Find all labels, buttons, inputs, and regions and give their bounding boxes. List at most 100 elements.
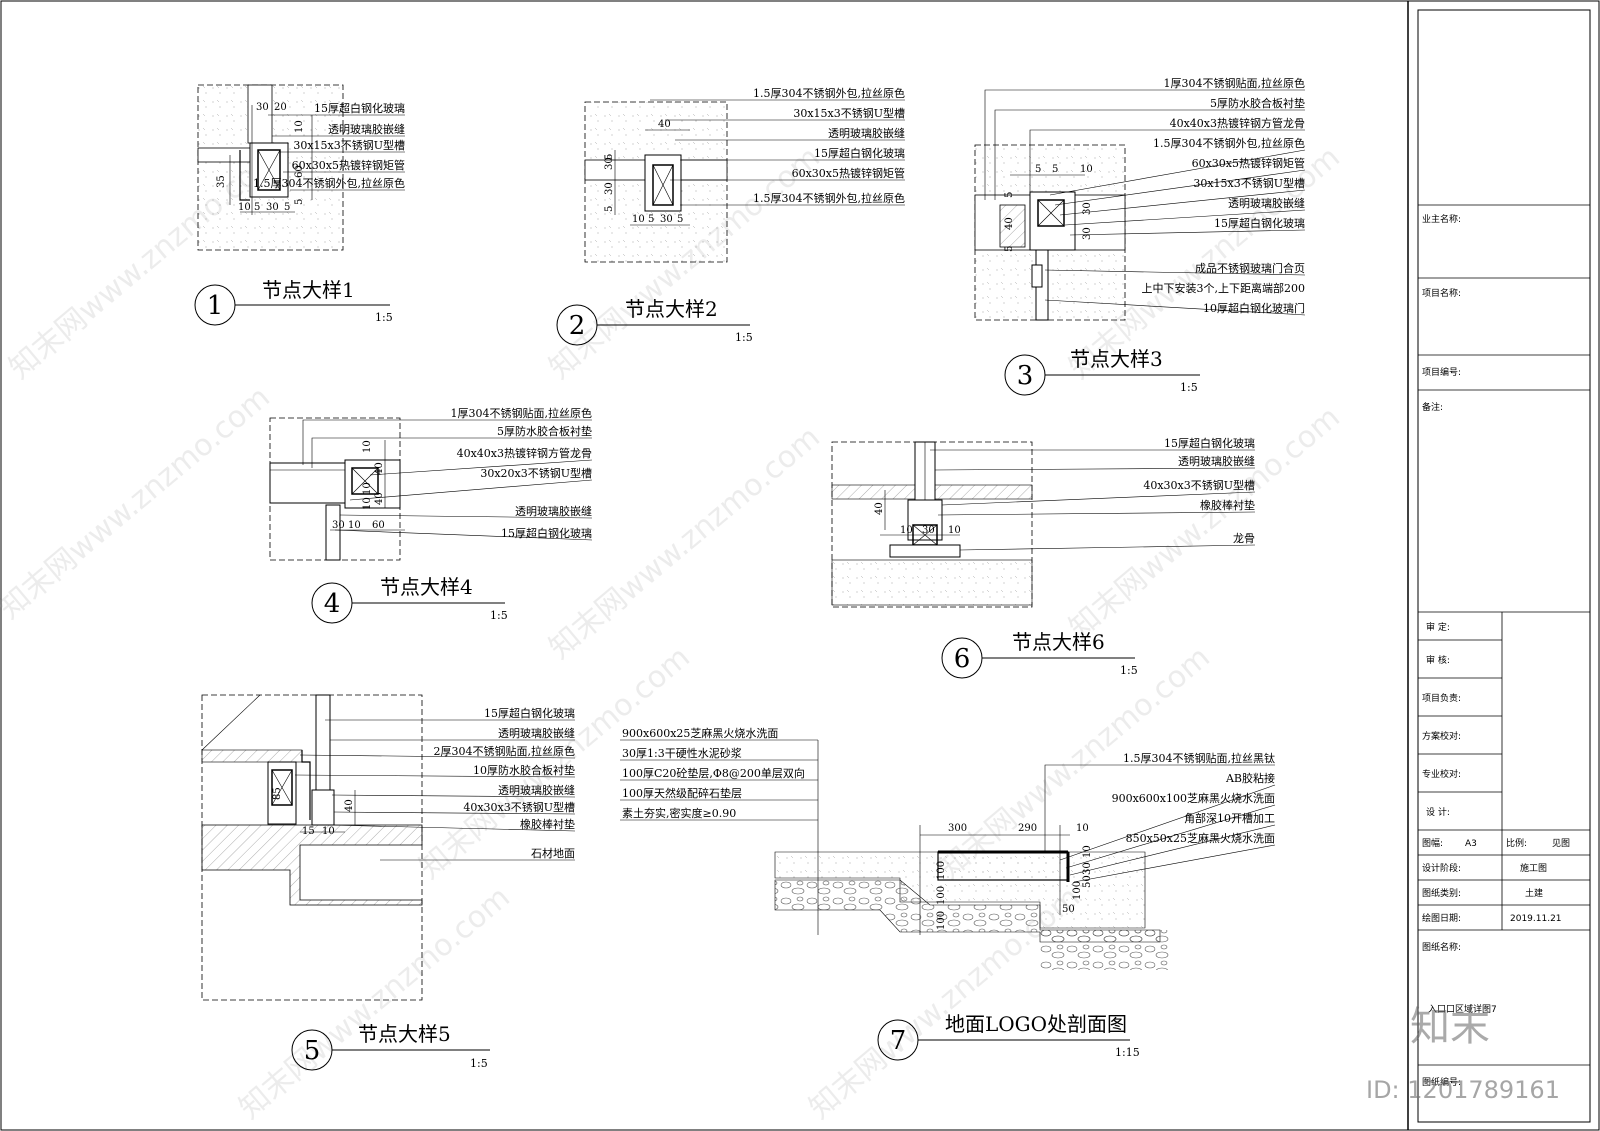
detail-title: 节点大样2 <box>625 297 718 321</box>
dim: 30 <box>660 214 673 225</box>
label: 透明玻璃胶嵌缝 <box>498 783 575 797</box>
detail-4-dims: 10 40 10 10 40 30 10 60 <box>332 440 385 531</box>
detail-6: 15厚超白钢化玻璃 透明玻璃胶嵌缝 40x30x3不锈钢U型槽 橡胶棒衬垫 龙骨… <box>831 436 1256 679</box>
dim: 35 <box>216 175 227 188</box>
dim: 30 <box>256 102 269 113</box>
dim: 5 <box>677 214 683 225</box>
detail-scale: 1:5 <box>735 331 753 344</box>
label: 30x15x3不锈钢U型槽 <box>1193 176 1305 190</box>
tb-review: 审 核: <box>1426 654 1450 666</box>
label: 15厚超白钢化玻璃 <box>1164 436 1255 450</box>
label: 石材地面 <box>531 846 575 860</box>
label: 1.5厚304不锈钢外包,拉丝原色 <box>753 191 905 205</box>
dim: 50 <box>1082 875 1093 888</box>
dim: 85 <box>272 787 283 800</box>
dim: 10 <box>294 120 305 133</box>
dim: 40 <box>658 119 671 130</box>
watermark-text: 知末网www.znzmo.com <box>233 880 517 1126</box>
dim: 60 <box>294 165 305 178</box>
dim: 5 <box>284 202 290 213</box>
dim: 5 <box>1004 192 1015 198</box>
tb-approve: 审 定: <box>1426 621 1450 633</box>
label: 透明玻璃胶嵌缝 <box>498 726 575 740</box>
dim: 100 <box>936 911 947 930</box>
tb-stage: 施工图 <box>1520 862 1547 874</box>
label: 30x20x3不锈钢U型槽 <box>480 466 592 480</box>
tb-sheet-size: A3 <box>1465 839 1477 849</box>
dim: 10 <box>322 826 335 837</box>
label: 透明玻璃胶嵌缝 <box>828 126 905 140</box>
dim: 40 <box>344 799 355 812</box>
label: 100厚天然级配碎石垫层 <box>622 786 742 800</box>
label: 透明玻璃胶嵌缝 <box>328 122 405 136</box>
label: 900x600x25芝麻黑火烧水洗面 <box>622 726 778 740</box>
detail-2-dims: 40 30 5 30 5 10 5 30 5 <box>604 119 683 225</box>
dim: 20 <box>274 102 287 113</box>
tb-owner: 业主名称: <box>1422 213 1461 225</box>
tb-category-label: 图纸类别: <box>1422 887 1461 899</box>
dim: 30 <box>1082 202 1093 215</box>
tb-sheet-size-label: 图幅: <box>1422 837 1443 849</box>
detail-7-dims: 300 290 10 10 100 30 100 50 100 100 50 <box>936 823 1093 930</box>
label: 成品不锈钢玻璃门合页 <box>1195 261 1305 275</box>
watermark-id: ID: 1201789161 <box>1366 1076 1560 1104</box>
tb-number-label: 图纸编号: <box>1422 1076 1461 1088</box>
tb-leader: 项目负责: <box>1422 692 1461 704</box>
label: 15厚超白钢化玻璃 <box>1214 216 1305 230</box>
detail-number: 6 <box>954 644 971 674</box>
label: 40x40x3热镀锌钢方管龙骨 <box>1170 116 1305 130</box>
label: 1.5厚304不锈钢贴面,拉丝黑钛 <box>1123 751 1275 765</box>
detail-6-labels: 15厚超白钢化玻璃 透明玻璃胶嵌缝 40x30x3不锈钢U型槽 橡胶棒衬垫 龙骨 <box>1143 436 1255 545</box>
dim: 50 <box>1062 904 1075 915</box>
dim: 5 <box>1004 246 1015 252</box>
dim: 60 <box>372 520 385 531</box>
detail-title: 节点大样6 <box>1012 630 1105 654</box>
detail-4-labels: 1厚304不锈钢贴面,拉丝原色 5厚防水胶合板衬垫 40x40x3热镀锌钢方管龙… <box>451 406 593 540</box>
label: 橡胶棒衬垫 <box>520 817 575 831</box>
tb-ratio: 见图 <box>1552 838 1570 849</box>
label: 1厚304不锈钢贴面,拉丝原色 <box>1164 76 1306 90</box>
tb-specialty: 专业校对: <box>1422 768 1461 780</box>
detail-title: 节点大样4 <box>380 575 473 599</box>
tb-stage-label: 设计阶段: <box>1422 862 1461 874</box>
dim: 10 <box>1080 164 1093 175</box>
label: 10厚防水胶合板衬垫 <box>473 763 575 777</box>
dim: 5 <box>648 214 654 225</box>
dim: 100 <box>936 886 947 905</box>
dim: 30 <box>922 525 935 536</box>
dim: 10 <box>348 520 361 531</box>
detail-5-dims: 85 40 15 10 <box>272 787 355 837</box>
detail-title: 节点大样3 <box>1070 347 1163 371</box>
tb-name: 入口口区域详图7 <box>1428 1003 1497 1015</box>
label: 40x30x3不锈钢U型槽 <box>463 800 575 814</box>
label: 30x15x3不锈钢U型槽 <box>293 138 405 152</box>
label: 5厚防水胶合板衬垫 <box>1210 96 1305 110</box>
label: 40x30x3不锈钢U型槽 <box>1143 478 1255 492</box>
label: 10厚超白钢化玻璃门 <box>1203 301 1305 315</box>
label: 15厚超白钢化玻璃 <box>814 146 905 160</box>
label: 100厚C20砼垫层,Φ8@200单层双向 <box>622 766 805 780</box>
dim: 10 <box>948 525 961 536</box>
tb-date-label: 绘图日期: <box>1422 912 1461 924</box>
detail-scale: 1:15 <box>1115 1046 1140 1059</box>
label: 60x30x5热镀锌钢矩管 <box>792 166 905 180</box>
detail-number: 3 <box>1017 361 1034 391</box>
dim: 10 <box>1082 845 1093 858</box>
watermark-logo: 知末 <box>1410 1004 1490 1050</box>
detail-3: 1厚304不锈钢贴面,拉丝原色 5厚防水胶合板衬垫 40x40x3热镀锌钢方管龙… <box>974 76 1306 396</box>
label: 60x30x5热镀锌钢矩管 <box>292 158 405 172</box>
detail-number: 2 <box>569 311 586 341</box>
dim: 30 <box>266 202 279 213</box>
label: 15厚超白钢化玻璃 <box>314 101 405 115</box>
label: 1.5厚304不锈钢外包,拉丝原色 <box>1153 136 1305 150</box>
tb-ratio-label: 比例: <box>1506 837 1527 849</box>
detail-3-dims: 5 5 10 5 40 5 30 30 <box>1004 164 1093 252</box>
dim: 10 <box>1076 823 1089 834</box>
tb-scheme: 方案校对: <box>1422 730 1461 742</box>
label: 1.5厚304不锈钢外包,拉丝原色 <box>253 176 405 190</box>
detail-number: 5 <box>304 1036 321 1066</box>
tb-design: 设 计: <box>1426 806 1450 818</box>
dim: 10 <box>362 440 373 453</box>
dim: 290 <box>1018 823 1037 834</box>
